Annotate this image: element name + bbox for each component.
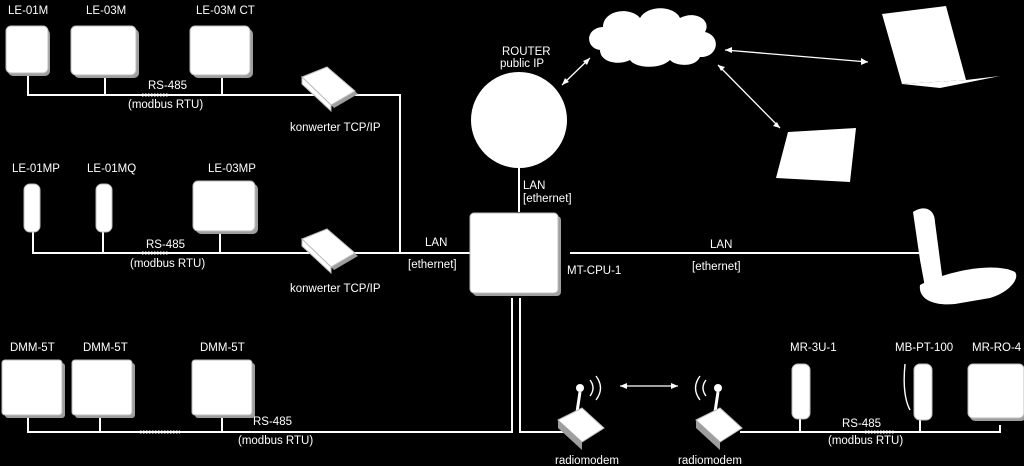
router-detail: public IP (500, 58, 544, 70)
bus-label-right: RS-485 (modbus RTU) (828, 418, 903, 447)
device-label: LE-03M (86, 5, 126, 17)
device-mr-3u-1: MR-3U-1 (790, 342, 837, 420)
bus-bottom-wire (27, 298, 513, 433)
lan-label: LAN (425, 237, 447, 249)
lan-label-right: LAN [ethernet] (692, 239, 741, 273)
bus-label-top: RS-485 (modbus RTU) (128, 80, 203, 111)
bus-top-wire (27, 74, 470, 254)
device-mt-cpu-1: MT-CPU-1 (469, 212, 621, 296)
laptop-side-icon (913, 208, 1017, 305)
device-mr-ro-4: MR-RO-4 (967, 342, 1024, 421)
device-label: LE-01MQ (87, 163, 136, 175)
device-label: LE-01MP (12, 163, 60, 175)
bus-protocol: RS-485 (253, 416, 292, 428)
bus-protocol-detail: (modbus RTU) (238, 435, 313, 447)
bus-right-wire (740, 425, 1001, 433)
lan-detail: [ethernet] (408, 259, 457, 271)
bus-label-mid: RS-485 (modbus RTU) (130, 239, 205, 270)
lan-label: LAN (523, 180, 545, 192)
router: ROUTER public IP (471, 46, 567, 168)
converter-label: konwerter TCP/IP (290, 122, 381, 134)
lan-label-up: LAN [ethernet] (523, 180, 572, 205)
device-dmm-5t: DMM-5T (1, 342, 65, 418)
arrow-cloud-laptop (724, 49, 869, 63)
lan-detail: [ethernet] (523, 193, 572, 205)
bus-protocol-detail: (modbus RTU) (130, 258, 205, 270)
router-circle (471, 72, 567, 168)
device-le-03m: LE-03M (70, 5, 139, 78)
device-label: DMM-5T (83, 342, 128, 354)
radiomodem-left: radiomodem (555, 375, 619, 466)
bus-protocol: RS-485 (842, 418, 881, 430)
device-le-01mp: LE-01MP (12, 163, 60, 233)
radiomodem-right: radiomodem (678, 375, 743, 466)
device-label: MB-PT-100 (895, 342, 953, 354)
converter-label: konwerter TCP/IP (290, 283, 381, 295)
radio-left-wire (519, 298, 570, 433)
converter-mid: konwerter TCP/IP (290, 228, 381, 295)
device-label: MR-RO-4 (972, 342, 1022, 354)
device-label: MR-3U-1 (790, 342, 837, 354)
device-label: MT-CPU-1 (567, 265, 621, 277)
device-mb-pt-100: MB-PT-100 (895, 342, 953, 421)
cloud-icon (589, 8, 716, 67)
bus-protocol: RS-485 (146, 239, 185, 251)
lan-label-left: LAN [ethernet] (408, 237, 457, 271)
device-le-01mq: LE-01MQ (87, 163, 136, 233)
device-le-03mp: LE-03MP (192, 163, 258, 234)
device-label: DMM-5T (200, 342, 245, 354)
device-le-03m-ct: LE-03M CT (189, 5, 255, 78)
bus-protocol: RS-485 (148, 80, 187, 92)
device-label: LE-01M (8, 5, 48, 17)
device-dmm-5t: DMM-5T (71, 342, 135, 418)
lan-detail: [ethernet] (692, 261, 741, 273)
bus-protocol-detail: (modbus RTU) (828, 435, 903, 447)
device-label: DMM-5T (10, 342, 55, 354)
tablet-icon (776, 128, 856, 182)
device-label: LE-03MP (208, 163, 256, 175)
lan-label: LAN (710, 239, 732, 251)
bus-mid-wire (32, 232, 400, 254)
bus-label-bottom: RS-485 (modbus RTU) (238, 416, 313, 447)
converter-top: konwerter TCP/IP (290, 66, 381, 134)
arrows (561, 47, 869, 389)
wires (27, 74, 1001, 434)
arrow-cloud-tablet (717, 64, 781, 129)
device-le-01m: LE-01M (5, 5, 50, 76)
device-dmm-5t: DMM-5T (191, 342, 255, 418)
device-label: LE-03M CT (196, 5, 255, 17)
router-label: ROUTER (502, 46, 551, 58)
radiomodem-label: radiomodem (555, 455, 619, 466)
laptop-icon (882, 6, 1000, 88)
bus-protocol-detail: (modbus RTU) (128, 99, 203, 111)
radiomodem-label: radiomodem (678, 455, 742, 466)
